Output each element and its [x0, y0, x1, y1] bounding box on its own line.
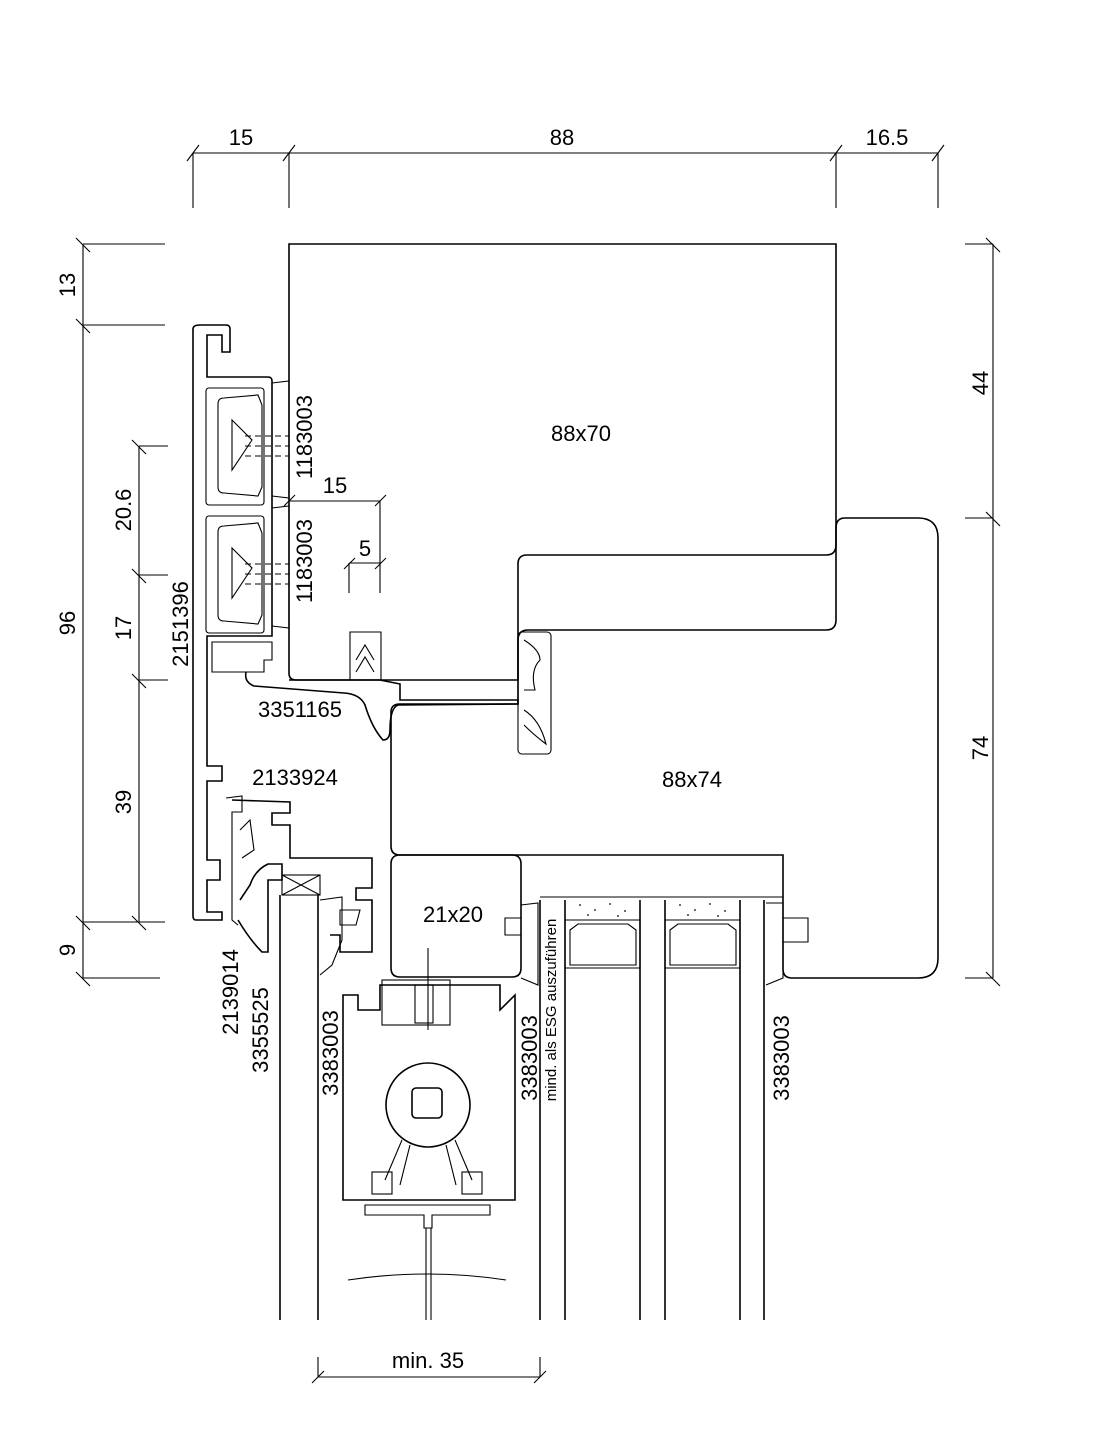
glazing-bead: 21x20: [390, 854, 522, 1030]
label-2133924: 2133924: [252, 765, 338, 790]
bead-size-label: 21x20: [423, 902, 483, 927]
label-1183003-top: 1183003: [292, 395, 317, 479]
label-3355525: 3355525: [248, 987, 273, 1073]
dim-inner-5: 5: [359, 536, 371, 561]
dim-left-9: 9: [55, 944, 80, 956]
dim-left-96: 96: [55, 611, 80, 635]
left-outer-dimension-chain: 13 96 9: [55, 237, 165, 987]
sash-profile: 88x74: [390, 517, 939, 979]
top-dimension-chain: 15 88 16.5: [186, 125, 945, 208]
spacer-right: [664, 903, 741, 969]
dim-inner-17: 17: [111, 616, 136, 640]
clip-lower: [217, 505, 290, 629]
shading-housing: [342, 979, 516, 1320]
frame-profile: 88x70: [288, 243, 837, 681]
dim-top-88: 88: [550, 125, 574, 150]
right-dimension-chain: 44 74: [965, 237, 1001, 987]
glazing-gasket-left: [319, 896, 343, 976]
glazing-gasket-right: [765, 902, 809, 986]
spacer-left: [564, 903, 641, 969]
glass-panes: [279, 895, 783, 1320]
dim-top-16-5: 16.5: [866, 125, 909, 150]
dim-right-74: 74: [968, 736, 993, 760]
left-inner-dimension-chain: 20.6 17 39: [111, 439, 168, 931]
frame-size-label: 88x70: [551, 421, 611, 446]
glass-note: mind. als ESG auszuführen: [543, 919, 560, 1102]
lower-profiles: 2133924 2139014 3355525: [218, 765, 373, 1073]
bottom-dimension: min. 35: [311, 1348, 547, 1384]
cladding-profile: [192, 324, 273, 921]
label-3383003-right: 3383003: [769, 1015, 794, 1101]
dim-inner-39: 39: [111, 790, 136, 814]
label-2151396: 2151396: [168, 581, 193, 667]
dim-right-44: 44: [968, 371, 993, 395]
glazing-gasket-mid: [504, 902, 539, 986]
dim-bottom-min-35: min. 35: [392, 1348, 464, 1373]
dim-inner-20-6: 20.6: [111, 489, 136, 532]
label-3351165: 3351165: [258, 697, 342, 722]
label-1183003-bottom: 1183003: [292, 519, 317, 603]
label-3383003-left: 3383003: [318, 1010, 343, 1096]
label-2139014: 2139014: [218, 949, 243, 1035]
sash-size-label: 88x74: [662, 767, 722, 792]
label-3383003-mid: 3383003: [517, 1015, 542, 1101]
gasket-3351165: 3351165: [244, 631, 552, 755]
clip-upper: [217, 380, 290, 499]
dim-inner-15: 15: [323, 473, 347, 498]
dim-top-15: 15: [229, 125, 253, 150]
dim-left-13: 13: [55, 273, 80, 297]
inner-dimensions: 15 5: [283, 473, 387, 593]
